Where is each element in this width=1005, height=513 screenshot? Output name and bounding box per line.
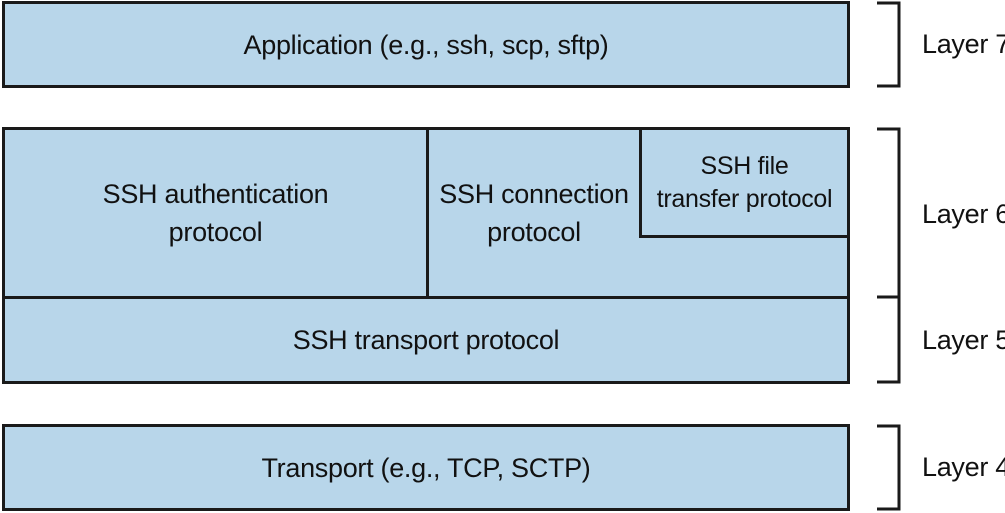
layer4-label: Layer 4: [922, 452, 1005, 482]
layer7-bracket: [877, 1, 901, 88]
ssh-connection-label: SSH connection protocol: [439, 179, 629, 247]
ssh-file-transfer-box: SSH file transfer protocol: [639, 130, 847, 238]
layer5-bracket: [877, 295, 901, 384]
application-label: Application (e.g., ssh, scp, sftp): [243, 29, 609, 60]
layer4-bracket: [877, 424, 901, 511]
ssh-transport-box: SSH transport protocol: [2, 296, 850, 384]
ssh-file-transfer-label: SSH file transfer protocol: [656, 151, 833, 213]
layer5-label: Layer 5: [922, 325, 1005, 355]
layer6-label: Layer 6: [922, 199, 1005, 229]
transport-layer-box: Transport (e.g., TCP, SCTP): [2, 424, 850, 511]
ssh-authentication-label: SSH authentication protocol: [102, 179, 329, 247]
application-layer-box: Application (e.g., ssh, scp, sftp): [2, 1, 850, 88]
layer7-label: Layer 7: [922, 29, 1005, 59]
ssh-transport-label: SSH transport protocol: [292, 325, 560, 355]
layer6-bracket: [877, 127, 901, 299]
ssh-authentication-box: SSH authentication protocol: [2, 127, 429, 299]
transport-label: Transport (e.g., TCP, SCTP): [261, 452, 591, 483]
